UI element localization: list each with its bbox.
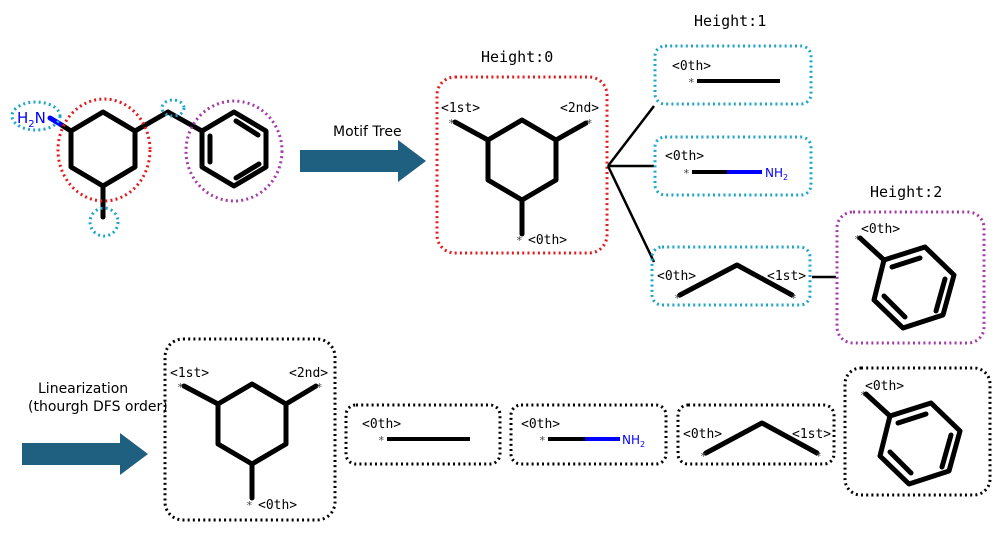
ring-motif-circle (56, 97, 152, 203)
attach-bond-1st (452, 119, 491, 143)
benzene-ring (871, 244, 957, 331)
seq-ring-motif: <1st> <2nd> * * * <0th> (163, 337, 337, 522)
attach-bond-2nd (283, 383, 319, 407)
methyl-motif-circle (88, 206, 120, 238)
double-2 (933, 276, 948, 314)
tree-edges (606, 105, 836, 279)
edge-to-methyl (607, 105, 655, 167)
benzene-motif-circle (184, 99, 284, 203)
label-1st: <1st> (170, 366, 209, 381)
seq-methyl-motif: <0th> * (344, 403, 502, 466)
label-0th: <0th> (861, 222, 900, 237)
linearization-arrow: Linearization (thourgh DFS order) (22, 381, 168, 475)
star-left: * (674, 292, 681, 305)
star: * (688, 76, 695, 89)
double-1 (895, 411, 929, 426)
linearization-label-1: Linearization (38, 381, 128, 397)
star: * (860, 389, 867, 402)
star-right: * (790, 292, 797, 305)
motif-tree-arrow: Motif Tree (300, 124, 426, 182)
nh2-label: NH2 (622, 433, 645, 449)
label-0th: <0th> (657, 269, 696, 284)
double-1 (889, 255, 923, 270)
height2-heading: Height:2 (870, 183, 942, 201)
linker-box (650, 245, 812, 307)
label-0th: <0th> (258, 498, 297, 513)
double-2 (939, 432, 954, 470)
height1-heading: Height:1 (694, 12, 766, 30)
attach-bond-1st (181, 383, 221, 407)
linker-bonds (677, 262, 795, 298)
seq-methyl-box (344, 403, 502, 466)
label-2nd: <2nd> (289, 366, 328, 381)
star-0: * (246, 499, 253, 512)
star-right: * (815, 450, 822, 463)
seq-linker-motif: <0th> <1st> * * (676, 403, 836, 466)
attach-bond (857, 235, 887, 263)
seq-benzene-box (843, 366, 992, 497)
arrow-shape (22, 433, 148, 475)
height1-methyl-motif: <0th> * (653, 44, 813, 106)
star-1: * (177, 381, 184, 394)
label-1st: <1st> (767, 269, 806, 284)
label-0th: <0th> (665, 149, 704, 164)
seq-linker-box (676, 403, 836, 466)
nh2-label: NH2 (765, 166, 788, 182)
star-2: * (316, 381, 323, 394)
benzene-ring (199, 109, 269, 189)
double-3 (881, 293, 908, 320)
benzene-double-2 (233, 161, 262, 181)
label-0th: <0th> (362, 417, 401, 432)
amine-motif-circle (10, 100, 62, 132)
seq-benzene-motif: <0th> * (843, 366, 992, 497)
amine-label: H2N (17, 109, 46, 130)
label-1st: <1st> (792, 427, 831, 442)
star-0: * (516, 234, 523, 247)
seq-amine-motif: <0th> * NH2 (509, 403, 668, 466)
linker-bonds (703, 420, 820, 456)
motif-tree-label: Motif Tree (333, 124, 402, 140)
height1-amine-motif: <0th> * NH2 (653, 135, 813, 197)
seq-ring-box (163, 337, 337, 522)
label-0th: <0th> (672, 59, 711, 74)
attach-bond (863, 391, 893, 419)
linker-bond-2 (165, 109, 205, 134)
linearization-label-2: (thourgh DFS order) (28, 399, 168, 415)
height0-box (435, 75, 609, 255)
height2-benzene-motif: <0th> * (835, 210, 986, 345)
label-0th: <0th> (683, 427, 722, 442)
star-2: * (586, 117, 593, 130)
arrow-shape (300, 140, 426, 182)
double-3 (887, 449, 914, 476)
ring (485, 117, 559, 203)
amine-box (653, 135, 813, 197)
label-0th: <0th> (865, 379, 904, 394)
linker-bond-1 (132, 109, 171, 134)
label-2nd: <2nd> (560, 101, 599, 116)
star-1: * (448, 117, 455, 130)
height1-linker-motif: <0th> <1st> * * (650, 245, 812, 307)
seq-amine-box (509, 403, 668, 466)
linker-motif-circle (160, 98, 186, 118)
label-1st: <1st> (441, 101, 480, 116)
height0-heading: Height:0 (481, 48, 553, 66)
benzene-box (835, 210, 986, 345)
label-0th: <0th> (521, 417, 560, 432)
attach-bond-2nd (553, 120, 589, 143)
star: * (854, 233, 861, 246)
star: * (539, 434, 546, 447)
label-0th: <0th> (528, 233, 567, 248)
cyclohexane-ring (68, 109, 138, 189)
star-left: * (700, 450, 707, 463)
benzene-double-3 (233, 118, 261, 138)
height0-ring-motif: <1st> <2nd> * * * <0th> (435, 75, 609, 255)
edge-to-linker (606, 165, 656, 263)
input-molecule: H2N (10, 97, 284, 238)
benzene-ring (877, 400, 963, 487)
star: * (378, 434, 385, 447)
ring (215, 381, 289, 467)
methyl-box (653, 44, 813, 106)
star: * (683, 167, 690, 180)
